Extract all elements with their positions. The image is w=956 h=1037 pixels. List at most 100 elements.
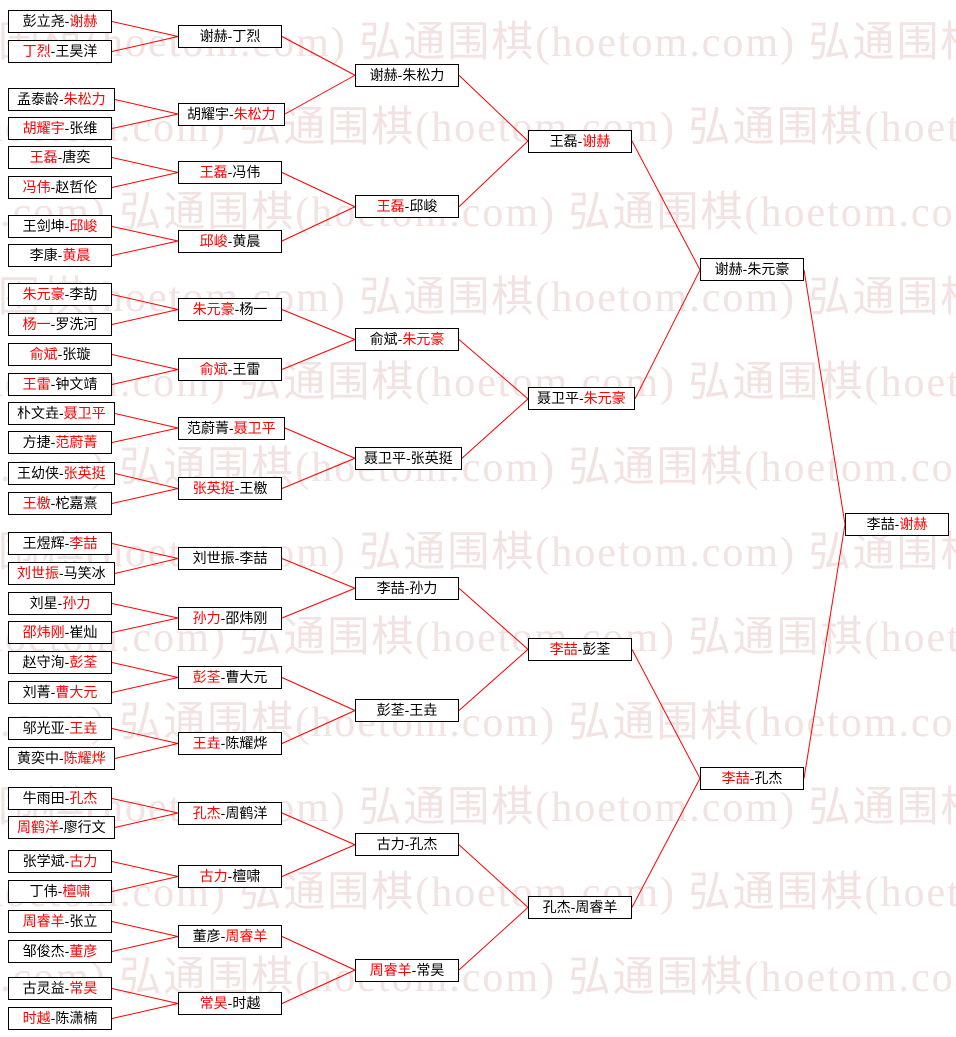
connector-line	[458, 74, 529, 142]
vs-dash: -	[57, 247, 63, 263]
player-name: 孙力	[62, 595, 91, 611]
connector-line	[111, 677, 179, 693]
vs-dash: -	[64, 218, 70, 234]
player-name: 王垚	[409, 702, 438, 718]
player-name: 李劼	[69, 286, 98, 302]
player-name: 檀啸	[232, 868, 261, 884]
player-name: 张立	[69, 913, 98, 929]
vs-dash: -	[50, 684, 56, 700]
match-box: 王剑坤-邱峻	[8, 215, 112, 238]
connector-line	[281, 172, 356, 208]
vs-dash: -	[64, 286, 70, 302]
player-name: 王垚	[69, 720, 98, 736]
player-name: 黄晨	[232, 233, 261, 249]
match-box: 孔杰-周睿羊	[528, 896, 632, 919]
vs-dash: -	[64, 535, 70, 551]
match-box: 李喆-孔杰	[700, 767, 804, 790]
player-name: 朱松力	[233, 106, 276, 122]
player-name: 常昊	[69, 980, 98, 996]
match-box: 周睿羊-常昊	[355, 959, 459, 982]
player-name: 崔灿	[69, 624, 98, 640]
player-name: 王雷	[232, 361, 261, 377]
connector-line	[281, 558, 356, 589]
match-box: 古力-檀啸	[178, 865, 282, 888]
player-name: 邵炜刚	[22, 624, 65, 640]
connector-line	[111, 543, 179, 559]
player-name: 丁烈	[22, 43, 51, 59]
match-box: 王雷-钟文靖	[8, 373, 112, 396]
connector-line	[111, 798, 179, 814]
connector-line	[111, 309, 179, 325]
connector-line	[458, 907, 529, 971]
player-name: 常昊	[199, 995, 228, 1011]
connector-line	[111, 603, 179, 619]
vs-dash: -	[64, 654, 70, 670]
player-name: 谢赫	[199, 28, 228, 44]
match-box: 周鹤洋-廖行文	[8, 816, 115, 839]
player-name: 常昊	[416, 962, 445, 978]
connector-line	[631, 778, 701, 908]
vs-dash: -	[227, 164, 233, 180]
vs-dash: -	[227, 233, 233, 249]
player-name: 陈耀烨	[225, 735, 268, 751]
connector-line	[461, 398, 529, 459]
player-name: 邱峻	[69, 218, 98, 234]
connector-line	[111, 21, 179, 37]
player-name: 马笑冰	[63, 565, 106, 581]
vs-dash: -	[64, 13, 70, 29]
vs-dash: -	[59, 91, 64, 107]
match-box: 俞斌-张璇	[8, 343, 112, 366]
connector-line	[111, 427, 179, 443]
player-name: 周睿羊	[369, 962, 412, 978]
connector-line	[111, 876, 179, 892]
match-box: 黄奕中-陈耀烨	[8, 747, 115, 770]
player-name: 邱峻	[199, 233, 228, 249]
player-name: 聂卫平	[233, 420, 276, 436]
connector-line	[281, 206, 356, 242]
player-name: 李喆	[239, 550, 268, 566]
player-name: 聂卫平	[364, 450, 406, 466]
match-box: 俞斌-王雷	[178, 358, 282, 381]
player-name: 王磊	[376, 198, 405, 214]
vs-dash: -	[64, 790, 70, 806]
match-box: 王磊-邱峻	[355, 195, 459, 218]
connector-line	[284, 427, 356, 459]
player-name: 李喆	[376, 580, 405, 596]
player-name: 王磊	[29, 149, 58, 165]
player-name: 朱松力	[402, 67, 445, 83]
player-name: 赵守洵	[22, 654, 65, 670]
match-box: 谢赫-丁烈	[178, 25, 282, 48]
player-name: 曹大元	[55, 684, 98, 700]
connector-line	[281, 587, 356, 619]
vs-dash: -	[229, 106, 234, 122]
player-name: 黄晨	[62, 247, 91, 263]
connector-line	[458, 140, 529, 208]
match-box: 刘菁-曹大元	[8, 681, 112, 704]
connector-line	[111, 921, 179, 937]
match-box: 杨一-罗洗河	[8, 313, 112, 336]
player-name: 朱元豪	[583, 390, 626, 406]
vs-dash: -	[59, 405, 64, 421]
match-box: 彭荃-曹大元	[178, 666, 282, 689]
connector-line	[111, 113, 179, 129]
player-name: 曹大元	[225, 669, 268, 685]
vs-dash: -	[404, 198, 410, 214]
vs-dash: -	[50, 434, 56, 450]
connector-line	[634, 269, 701, 400]
vs-dash: -	[397, 67, 403, 83]
match-box: 王煜辉-李喆	[8, 532, 112, 555]
match-box: 周睿羊-张立	[8, 910, 112, 933]
player-name: 古灵益	[22, 980, 65, 996]
connector-line	[458, 339, 529, 400]
player-name: 刘世振	[192, 550, 235, 566]
match-box: 古灵益-常昊	[8, 977, 112, 1000]
player-name: 聂卫平	[537, 390, 579, 406]
player-name: 古力	[69, 853, 98, 869]
match-box: 刘世振-马笑冰	[8, 562, 115, 585]
match-box: 朱元豪-杨一	[178, 298, 282, 321]
vs-dash: -	[50, 316, 56, 332]
match-box: 邱峻-黄晨	[178, 230, 282, 253]
vs-dash: -	[59, 465, 64, 481]
vs-dash: -	[220, 669, 226, 685]
match-box: 彭荃-王垚	[355, 699, 459, 722]
